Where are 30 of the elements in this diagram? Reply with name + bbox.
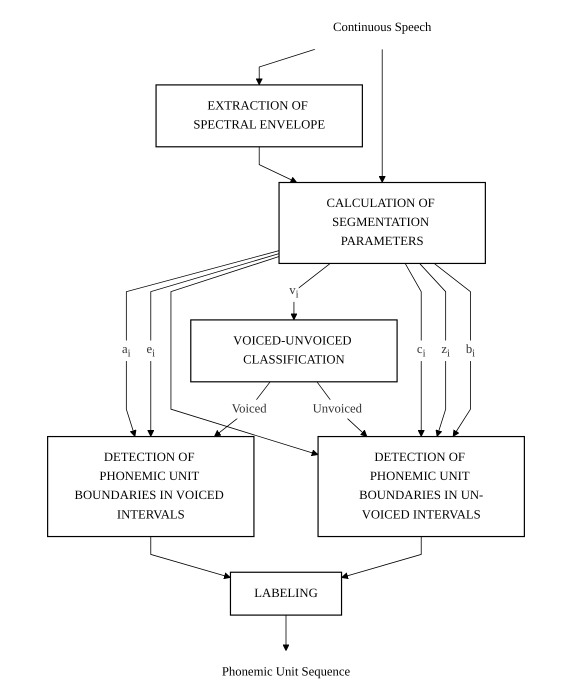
- arrow: [214, 381, 271, 437]
- node-box: EXTRACTION OF SPECTRAL ENVELOPE: [155, 84, 363, 148]
- arrow: [256, 48, 316, 86]
- arrow: [282, 614, 290, 652]
- node-box: VOICED-UNVOICED CLASSIFICATION: [190, 319, 398, 382]
- edge-label: z$_{i}$: [441, 342, 450, 359]
- arrow: [341, 536, 422, 580]
- arrow: [290, 263, 331, 320]
- arrow: [147, 253, 280, 437]
- node-box: CALCULATION OF SEGMENTATION PARAMETERS: [278, 182, 486, 264]
- edge-label: a$_{i}$: [122, 342, 131, 359]
- arrow: [126, 250, 280, 437]
- arrow: [258, 146, 298, 183]
- node-box: DETECTION OF PHONEMIC UNIT BOUNDARIES IN VOICED INTERVALS: [47, 436, 255, 538]
- node-box: LABELING: [230, 572, 342, 616]
- arrow: [170, 256, 318, 456]
- node-text: Continuous Speech: [333, 20, 432, 34]
- arrow: [434, 263, 471, 437]
- arrow: [404, 263, 425, 437]
- node-box: DETECTION OF PHONEMIC UNIT BOUNDARIES IN UN-VOICED INTERVALS: [317, 436, 525, 538]
- arrow: [419, 263, 446, 437]
- node-text: Phonemic Unit Sequence: [222, 665, 350, 679]
- edge-label: v$_{i}$: [289, 284, 299, 300]
- edge-label: Voiced: [232, 402, 267, 416]
- edge-label: b$_{i}$: [466, 342, 476, 359]
- arrow: [150, 536, 231, 580]
- edge-label: c$_{i}$: [416, 342, 426, 359]
- edge-label: Unvoiced: [312, 402, 362, 416]
- edge-label: e$_{i}$: [146, 342, 156, 359]
- arrow: [378, 48, 386, 183]
